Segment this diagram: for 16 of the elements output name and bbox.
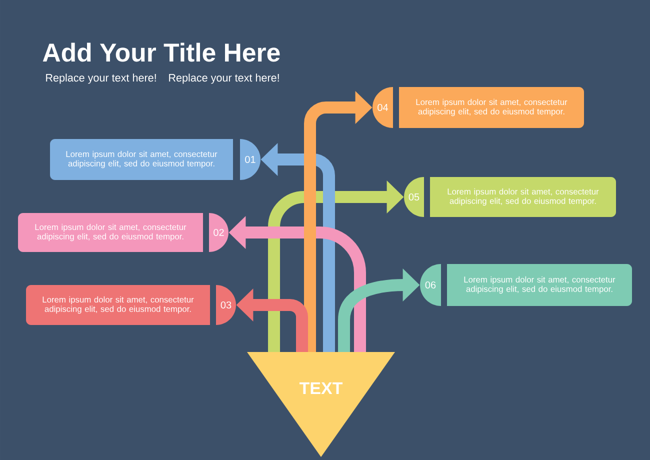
- text-box: Lorem ipsum dolor sit amet, consectetur adipiscing elit, sed do eiusmod tempor.: [18, 213, 203, 252]
- number-tab: 03: [216, 284, 236, 325]
- text-box: Lorem ipsum dolor sit amet, consectetur adipiscing elit, sed do eiusmod tempor.: [399, 87, 584, 128]
- text-box: Lorem ipsum dolor sit amet, consectetur adipiscing elit, sed do eiusmod tempor.: [430, 177, 616, 217]
- number-tab: 04: [372, 87, 393, 128]
- number-tab: 06: [420, 264, 441, 306]
- subtitle: Replace your text here!: [46, 74, 156, 84]
- subtitle: Replace your text here!: [169, 74, 279, 84]
- text-box: Lorem ipsum dolor sit amet, consectetur adipiscing elit, sed do eiusmod tempor.: [447, 264, 632, 306]
- title: Add Your Title Here: [42, 42, 280, 62]
- number-tab: 01: [240, 139, 260, 180]
- number-tab: 05: [404, 177, 424, 217]
- text-box: Lorem ipsum dolor sit amet, consectetur adipiscing elit, sed do eiusmod tempor.: [50, 139, 233, 180]
- number-tab: 02: [209, 213, 228, 252]
- text-box: Lorem ipsum dolor sit amet, consectetur adipiscing elit, sed do eiusmod tempor.: [26, 284, 210, 325]
- funnel-triangle: TEXT: [247, 352, 395, 457]
